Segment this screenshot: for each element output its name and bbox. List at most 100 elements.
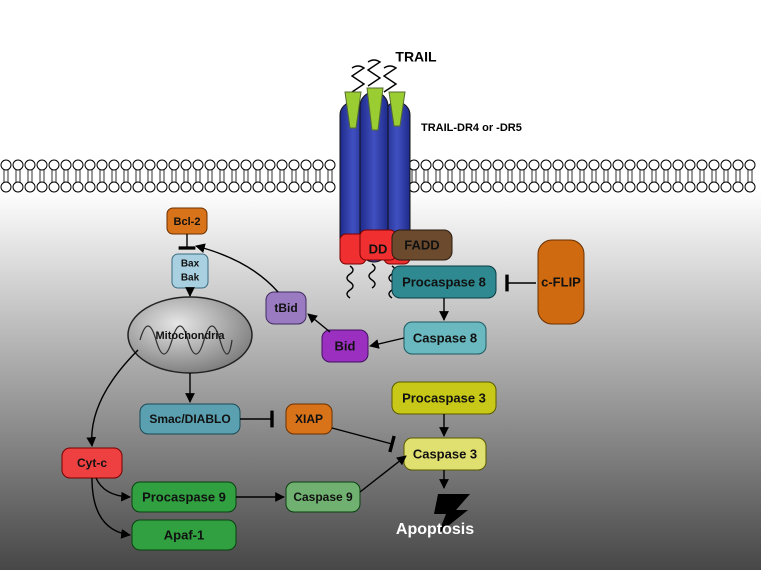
lipid-head [468, 181, 480, 193]
lipid-head [708, 181, 720, 193]
lipid-head [504, 159, 516, 171]
lipid-head [516, 159, 528, 171]
arrow-bid-tbid [307, 313, 331, 333]
dd-label: DD [369, 241, 388, 256]
caspase8-label: Caspase 8 [413, 330, 477, 345]
lipid-tail [255, 176, 261, 182]
lipid-tail [495, 170, 501, 176]
lipid-tail [411, 176, 417, 182]
arrow-caspase8-bid [369, 337, 405, 349]
lipid-head [576, 181, 588, 193]
lipid-head [288, 181, 300, 193]
lipid-tail [639, 170, 645, 176]
lipid-tail [615, 170, 621, 176]
lipid-head [528, 181, 540, 193]
lipid-tail [51, 170, 57, 176]
lipid-head [660, 181, 672, 193]
lipid-head [684, 181, 696, 193]
lipid-head [72, 181, 84, 193]
procaspase3-label: Procaspase 3 [402, 390, 486, 405]
lipid-head [444, 159, 456, 171]
lipid-head [60, 159, 72, 171]
lipid-tail [15, 176, 21, 182]
smac-node: Smac/DIABLO [139, 403, 241, 435]
lipid-tail [315, 176, 321, 182]
cell-membrane [0, 159, 756, 193]
lipid-head [612, 181, 624, 193]
connectors [86, 234, 536, 539]
lipid-head [120, 181, 132, 193]
lipid-head [96, 159, 108, 171]
lipid-head [480, 181, 492, 193]
lipid-head [300, 181, 312, 193]
lipid-tail [87, 170, 93, 176]
lipid-head [432, 159, 444, 171]
lipid-head [588, 159, 600, 171]
lipid-tail [195, 176, 201, 182]
lipid-tail [531, 176, 537, 182]
lipid-tail [591, 176, 597, 182]
death-receptor [339, 87, 411, 263]
arrow-caspase9-caspase3 [359, 455, 407, 493]
lipid-tail [507, 176, 513, 182]
lipid-head [648, 181, 660, 193]
lipid-head [324, 159, 336, 171]
lipid-head [156, 181, 168, 193]
lipid-tail [423, 176, 429, 182]
tbid-label: tBid [274, 301, 297, 315]
lipid-tail [519, 176, 525, 182]
lipid-head [48, 181, 60, 193]
lipid-head [0, 159, 12, 171]
lipid-head [228, 181, 240, 193]
tbid-node: tBid [265, 291, 307, 325]
lipid-tail [651, 170, 657, 176]
lipid-tail [219, 170, 225, 176]
bid-node: Bid [321, 329, 369, 363]
lipid-tail [471, 176, 477, 182]
lipid-head [264, 159, 276, 171]
lipid-tail [87, 176, 93, 182]
lipid-tail [447, 170, 453, 176]
lipid-tail [747, 176, 753, 182]
lipid-tail [675, 170, 681, 176]
trail-label: TRAIL [395, 49, 437, 65]
cytc-label: Cyt-c [77, 456, 107, 470]
mitochondria-node: Mitochondria [127, 296, 253, 374]
lipid-head [444, 181, 456, 193]
lipid-tail [231, 170, 237, 176]
lipid-head [600, 159, 612, 171]
lipid-head [252, 159, 264, 171]
lipid-head [672, 181, 684, 193]
lipid-tail [627, 176, 633, 182]
lipid-tail [3, 176, 9, 182]
lipid-head [540, 181, 552, 193]
lipid-tail [555, 176, 561, 182]
lipid-tail [231, 176, 237, 182]
lipid-head [492, 181, 504, 193]
lipid-head [108, 159, 120, 171]
lipid-head [528, 159, 540, 171]
lipid-tail [183, 176, 189, 182]
lipid-tail [123, 170, 129, 176]
lipid-head [720, 159, 732, 171]
lipid-head [636, 181, 648, 193]
lipid-head [168, 181, 180, 193]
lipid-tail [99, 170, 105, 176]
lipid-tail [75, 176, 81, 182]
lipid-tail [111, 176, 117, 182]
lipid-tail [615, 176, 621, 182]
arrow-cytc-procaspase9 [95, 477, 131, 502]
lipid-tail [675, 176, 681, 182]
xiap-node: XIAP [285, 403, 333, 435]
lipid-head [684, 159, 696, 171]
bcl2-node: Bcl-2 [166, 207, 208, 235]
lipid-tail [159, 170, 165, 176]
apaf1-node: Apaf-1 [131, 519, 237, 551]
lipid-tail [603, 176, 609, 182]
lipid-head [192, 181, 204, 193]
lipid-tail [747, 170, 753, 176]
lipid-head [564, 159, 576, 171]
lightning-bolt-icon [434, 494, 470, 534]
lipid-head [624, 159, 636, 171]
lipid-tail [327, 170, 333, 176]
